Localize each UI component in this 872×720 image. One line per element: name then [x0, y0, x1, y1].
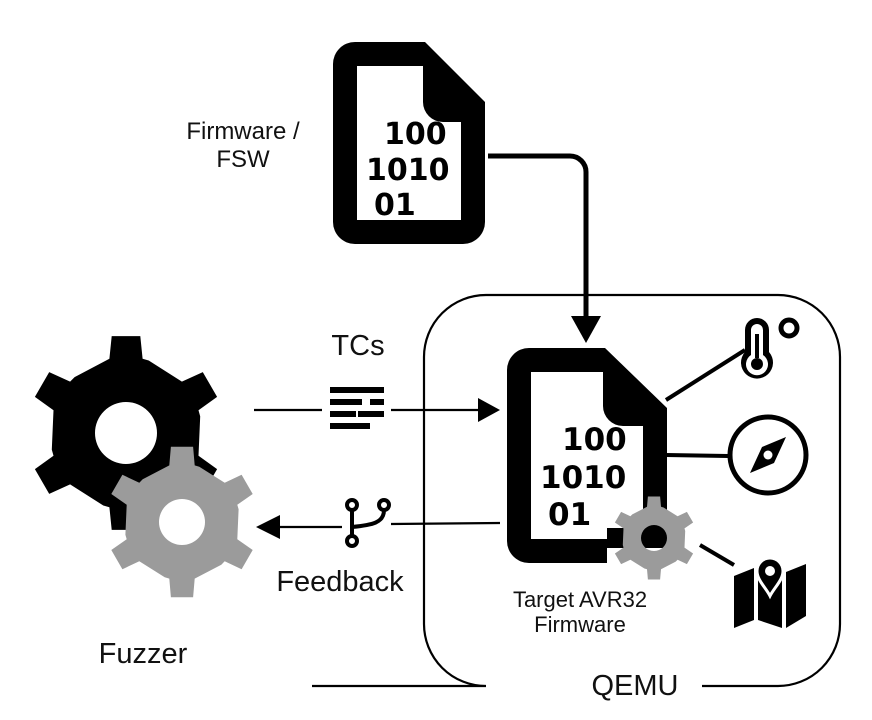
fuzzer-label: Fuzzer	[98, 638, 188, 670]
qemu-border	[312, 293, 842, 688]
firmware-bits-line2: 1010	[366, 153, 450, 188]
firmware-bits-line3: 01	[374, 188, 416, 223]
target-bits-line1: 100	[562, 422, 627, 458]
feedback-label: Feedback	[276, 566, 404, 598]
firmware-bits-line1: 100	[384, 117, 447, 152]
target-firmware-label-line2: Firmware	[534, 612, 626, 638]
fuzzer-gear-gray-icon	[111, 446, 253, 598]
firmware-source-label-line1: Firmware /	[186, 118, 300, 145]
target-to-thermometer-line	[664, 348, 747, 402]
firmware-to-target-arrowhead	[571, 316, 601, 343]
target-to-compass-line	[665, 453, 729, 458]
map-pin-icon	[734, 556, 806, 628]
feedback-connector-right	[390, 521, 501, 526]
text-lines-icon	[330, 387, 384, 429]
firmware-source-label-line2: FSW	[216, 145, 270, 173]
target-firmware-icon	[507, 348, 667, 563]
feedback-arrowhead	[256, 515, 280, 539]
qemu-label: QEMU	[591, 670, 679, 702]
target-bits-line3: 01	[548, 497, 591, 533]
branch-icon	[345, 498, 391, 548]
firmware-to-target-connector	[488, 153, 589, 326]
target-bits-line2: 1010	[540, 460, 626, 496]
target-firmware-label-line1: Target AVR32	[512, 587, 648, 612]
target-firmware-label: Target AVR32 Firmware	[480, 587, 680, 638]
firmware-file-icon	[333, 42, 485, 244]
test-cases-label: TCs	[331, 330, 385, 362]
qemu-container	[312, 293, 842, 688]
tcs-arrowhead	[478, 398, 500, 422]
peripheral-gear-icon	[614, 496, 694, 580]
thermometer-icon	[741, 317, 800, 379]
compass-icon	[727, 414, 809, 496]
firmware-source-label: Firmware / FSW	[178, 118, 308, 173]
gear-to-map-line	[698, 543, 736, 567]
